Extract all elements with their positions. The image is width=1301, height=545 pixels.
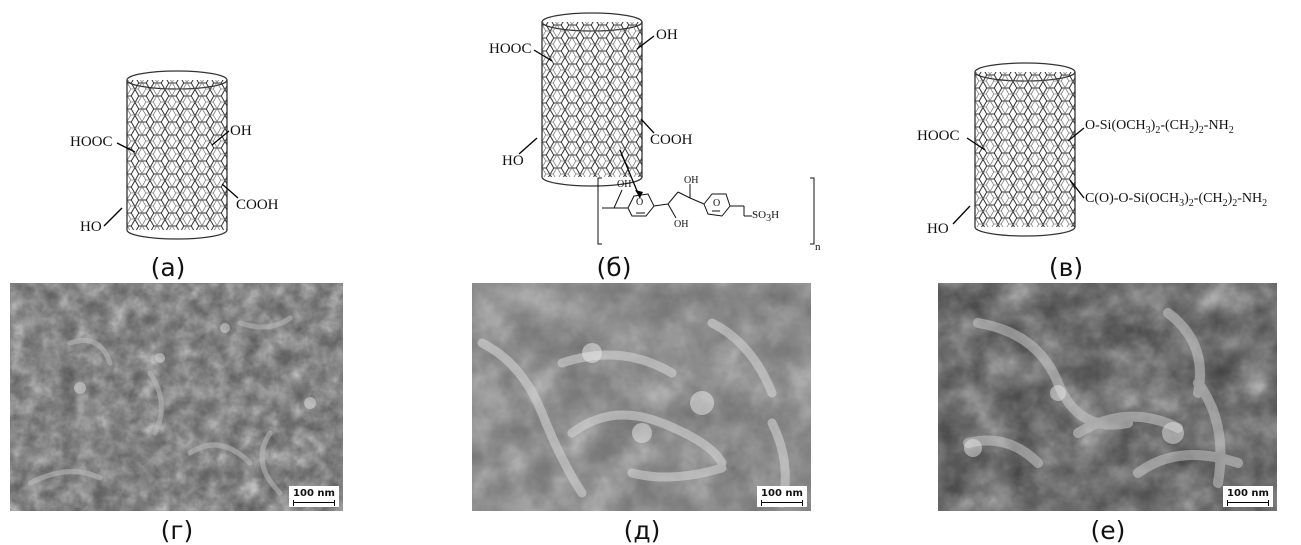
scale-bar: 100 nm bbox=[289, 486, 339, 507]
polymer-oh-2: OH bbox=[684, 175, 699, 186]
caption-a: (а) bbox=[150, 253, 186, 282]
group-oh: OH bbox=[230, 123, 252, 139]
caption-b: (б) bbox=[596, 253, 632, 282]
scale-bar: 100 nm bbox=[757, 486, 807, 507]
caption-f: (е) bbox=[1090, 516, 1126, 545]
polymer-oh-1: OH bbox=[617, 179, 632, 190]
bonds-c bbox=[952, 127, 1085, 225]
group-ho: HO bbox=[80, 219, 102, 235]
group-oh: OH bbox=[656, 27, 678, 43]
scale-bar: 100 nm bbox=[1223, 486, 1273, 507]
nanotube-b bbox=[541, 12, 643, 187]
group-cooh: COOH bbox=[236, 197, 279, 213]
caption-d: (г) bbox=[160, 516, 194, 545]
polymer-so3h: SO3H bbox=[752, 209, 780, 225]
group-aminosilane-1: O-Si(OCH3)2-(CH2)2-NH2 bbox=[1085, 118, 1234, 136]
bonds-a bbox=[103, 130, 239, 227]
bonds-b bbox=[518, 35, 815, 245]
group-hooc: HOOC bbox=[917, 128, 960, 144]
group-ho: HO bbox=[502, 153, 524, 169]
sem-image-f: 100 nm bbox=[938, 283, 1277, 511]
group-hooc: HOOC bbox=[70, 134, 113, 150]
polymer-oh-3: OH bbox=[674, 219, 689, 230]
caption-e: (д) bbox=[623, 516, 661, 545]
group-cooh: COOH bbox=[650, 132, 693, 148]
polymer-n: n bbox=[815, 241, 821, 253]
group-hooc: HOOC bbox=[489, 41, 532, 57]
polymer-o-1: O bbox=[636, 197, 644, 208]
nanotube-a bbox=[126, 70, 228, 240]
nanotube-c bbox=[974, 62, 1076, 237]
sem-image-e: 100 nm bbox=[472, 283, 811, 511]
group-aminosilane-2: C(O)-O-Si(OCH3)2-(CH2)2-NH2 bbox=[1085, 191, 1268, 209]
group-ho: HO bbox=[927, 221, 949, 237]
sem-image-d: 100 nm bbox=[10, 283, 343, 511]
polymer-o-2: O bbox=[713, 198, 721, 209]
caption-c: (в) bbox=[1048, 253, 1084, 282]
